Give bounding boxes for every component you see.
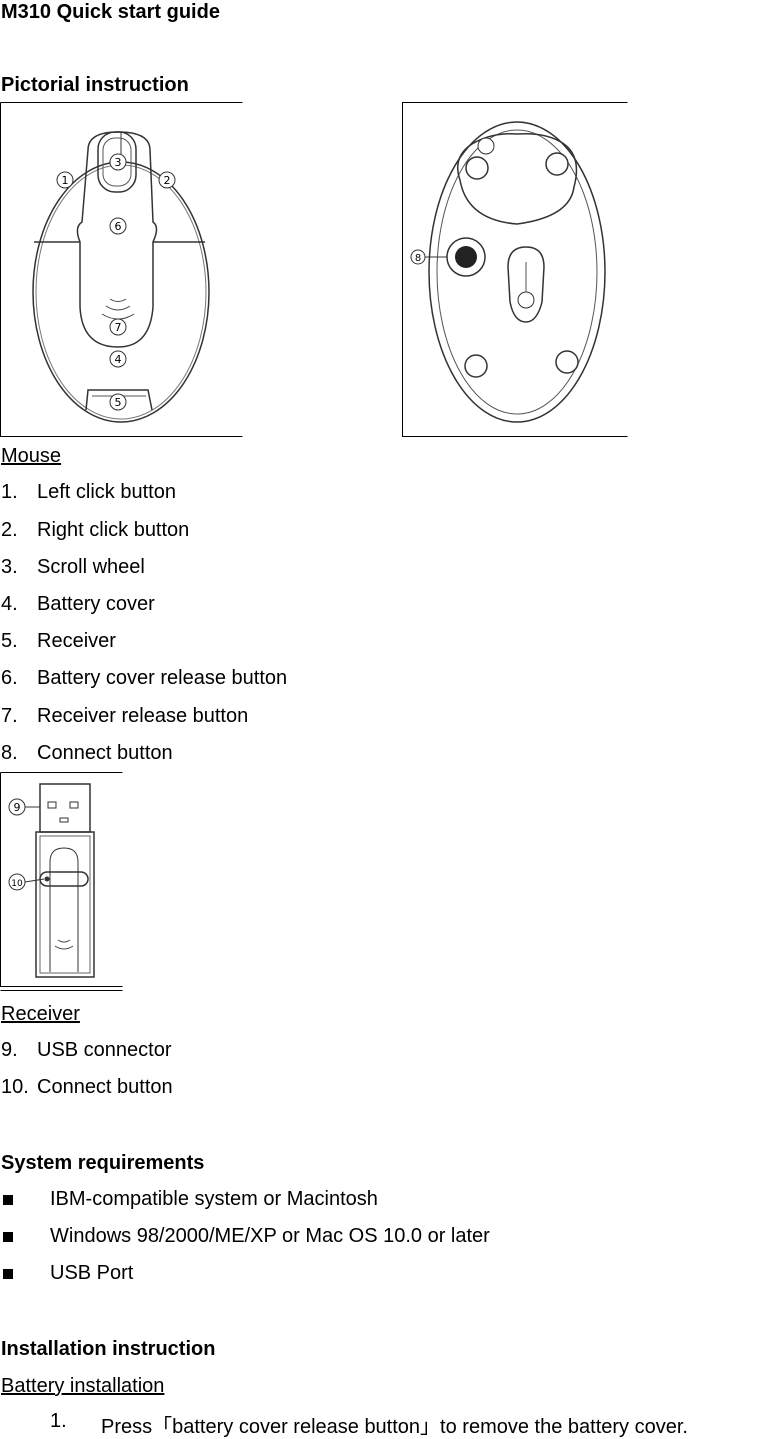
install-heading: Installation instruction (1, 1338, 216, 1360)
callout-10: 10 (11, 879, 23, 889)
part-label: Connect button (37, 742, 173, 764)
list-item: 4.Battery cover (1, 593, 155, 615)
list-item: 9.USB connector (1, 1039, 172, 1061)
list-item: 7.Receiver release button (1, 705, 249, 727)
list-item: 10.Connect button (1, 1076, 173, 1098)
part-label: Battery cover (37, 593, 155, 615)
callout-8: 8 (415, 253, 421, 264)
square-bullet-icon (3, 1195, 13, 1205)
part-label: Scroll wheel (37, 556, 145, 578)
callout-4: 4 (115, 353, 122, 366)
list-item: 1. Press「battery cover release button」to… (0, 1410, 760, 1438)
list-item: 8.Connect button (1, 742, 173, 764)
part-label: Receiver (37, 630, 116, 652)
step-text: Press「battery cover release button」to re… (101, 1416, 688, 1438)
pictorial-heading: Pictorial instruction (1, 74, 189, 96)
callout-6: 6 (115, 220, 122, 233)
part-label: USB connector (37, 1039, 172, 1061)
list-item: 6.Battery cover release button (1, 667, 288, 689)
requirement-text: IBM-compatible system or Macintosh (50, 1188, 378, 1210)
callout-2: 2 (164, 174, 171, 187)
square-bullet-icon (3, 1232, 13, 1242)
doc-title: M310 Quick start guide (1, 1, 220, 23)
mouse-bottom-figure: 8 (402, 102, 628, 437)
callout-7: 7 (115, 321, 122, 334)
part-label: Left click button (37, 481, 176, 503)
list-item: 2.Right click button (1, 519, 190, 541)
part-label: Right click button (37, 519, 190, 541)
sysreq-heading: System requirements (1, 1152, 205, 1174)
mouse-top-figure: 1 2 3 6 7 4 5 (0, 102, 243, 437)
list-item: 1.Left click button (1, 481, 176, 503)
callout-1: 1 (62, 174, 69, 187)
part-label: Receiver release button (37, 705, 249, 727)
requirement-text: Windows 98/2000/ME/XP or Mac OS 10.0 or … (50, 1225, 490, 1247)
requirement-text: USB Port (50, 1262, 134, 1284)
list-item: Windows 98/2000/ME/XP or Mac OS 10.0 or … (0, 1225, 760, 1249)
mouse-heading: Mouse (1, 445, 62, 467)
step-number: 1. (50, 1410, 67, 1432)
list-item: 3.Scroll wheel (1, 556, 145, 578)
battery-heading: Battery installation (1, 1375, 165, 1397)
callout-3: 3 (115, 156, 122, 169)
list-item: USB Port (0, 1262, 760, 1286)
part-label: Connect button (37, 1076, 173, 1098)
square-bullet-icon (3, 1269, 13, 1279)
receiver-heading: Receiver (1, 1003, 80, 1025)
receiver-figure: 9 10 (0, 772, 123, 992)
callout-9: 9 (14, 801, 21, 814)
list-item: IBM-compatible system or Macintosh (0, 1188, 760, 1212)
callout-5: 5 (115, 396, 122, 409)
list-item: 5.Receiver (1, 630, 116, 652)
part-label: Battery cover release button (37, 667, 288, 689)
